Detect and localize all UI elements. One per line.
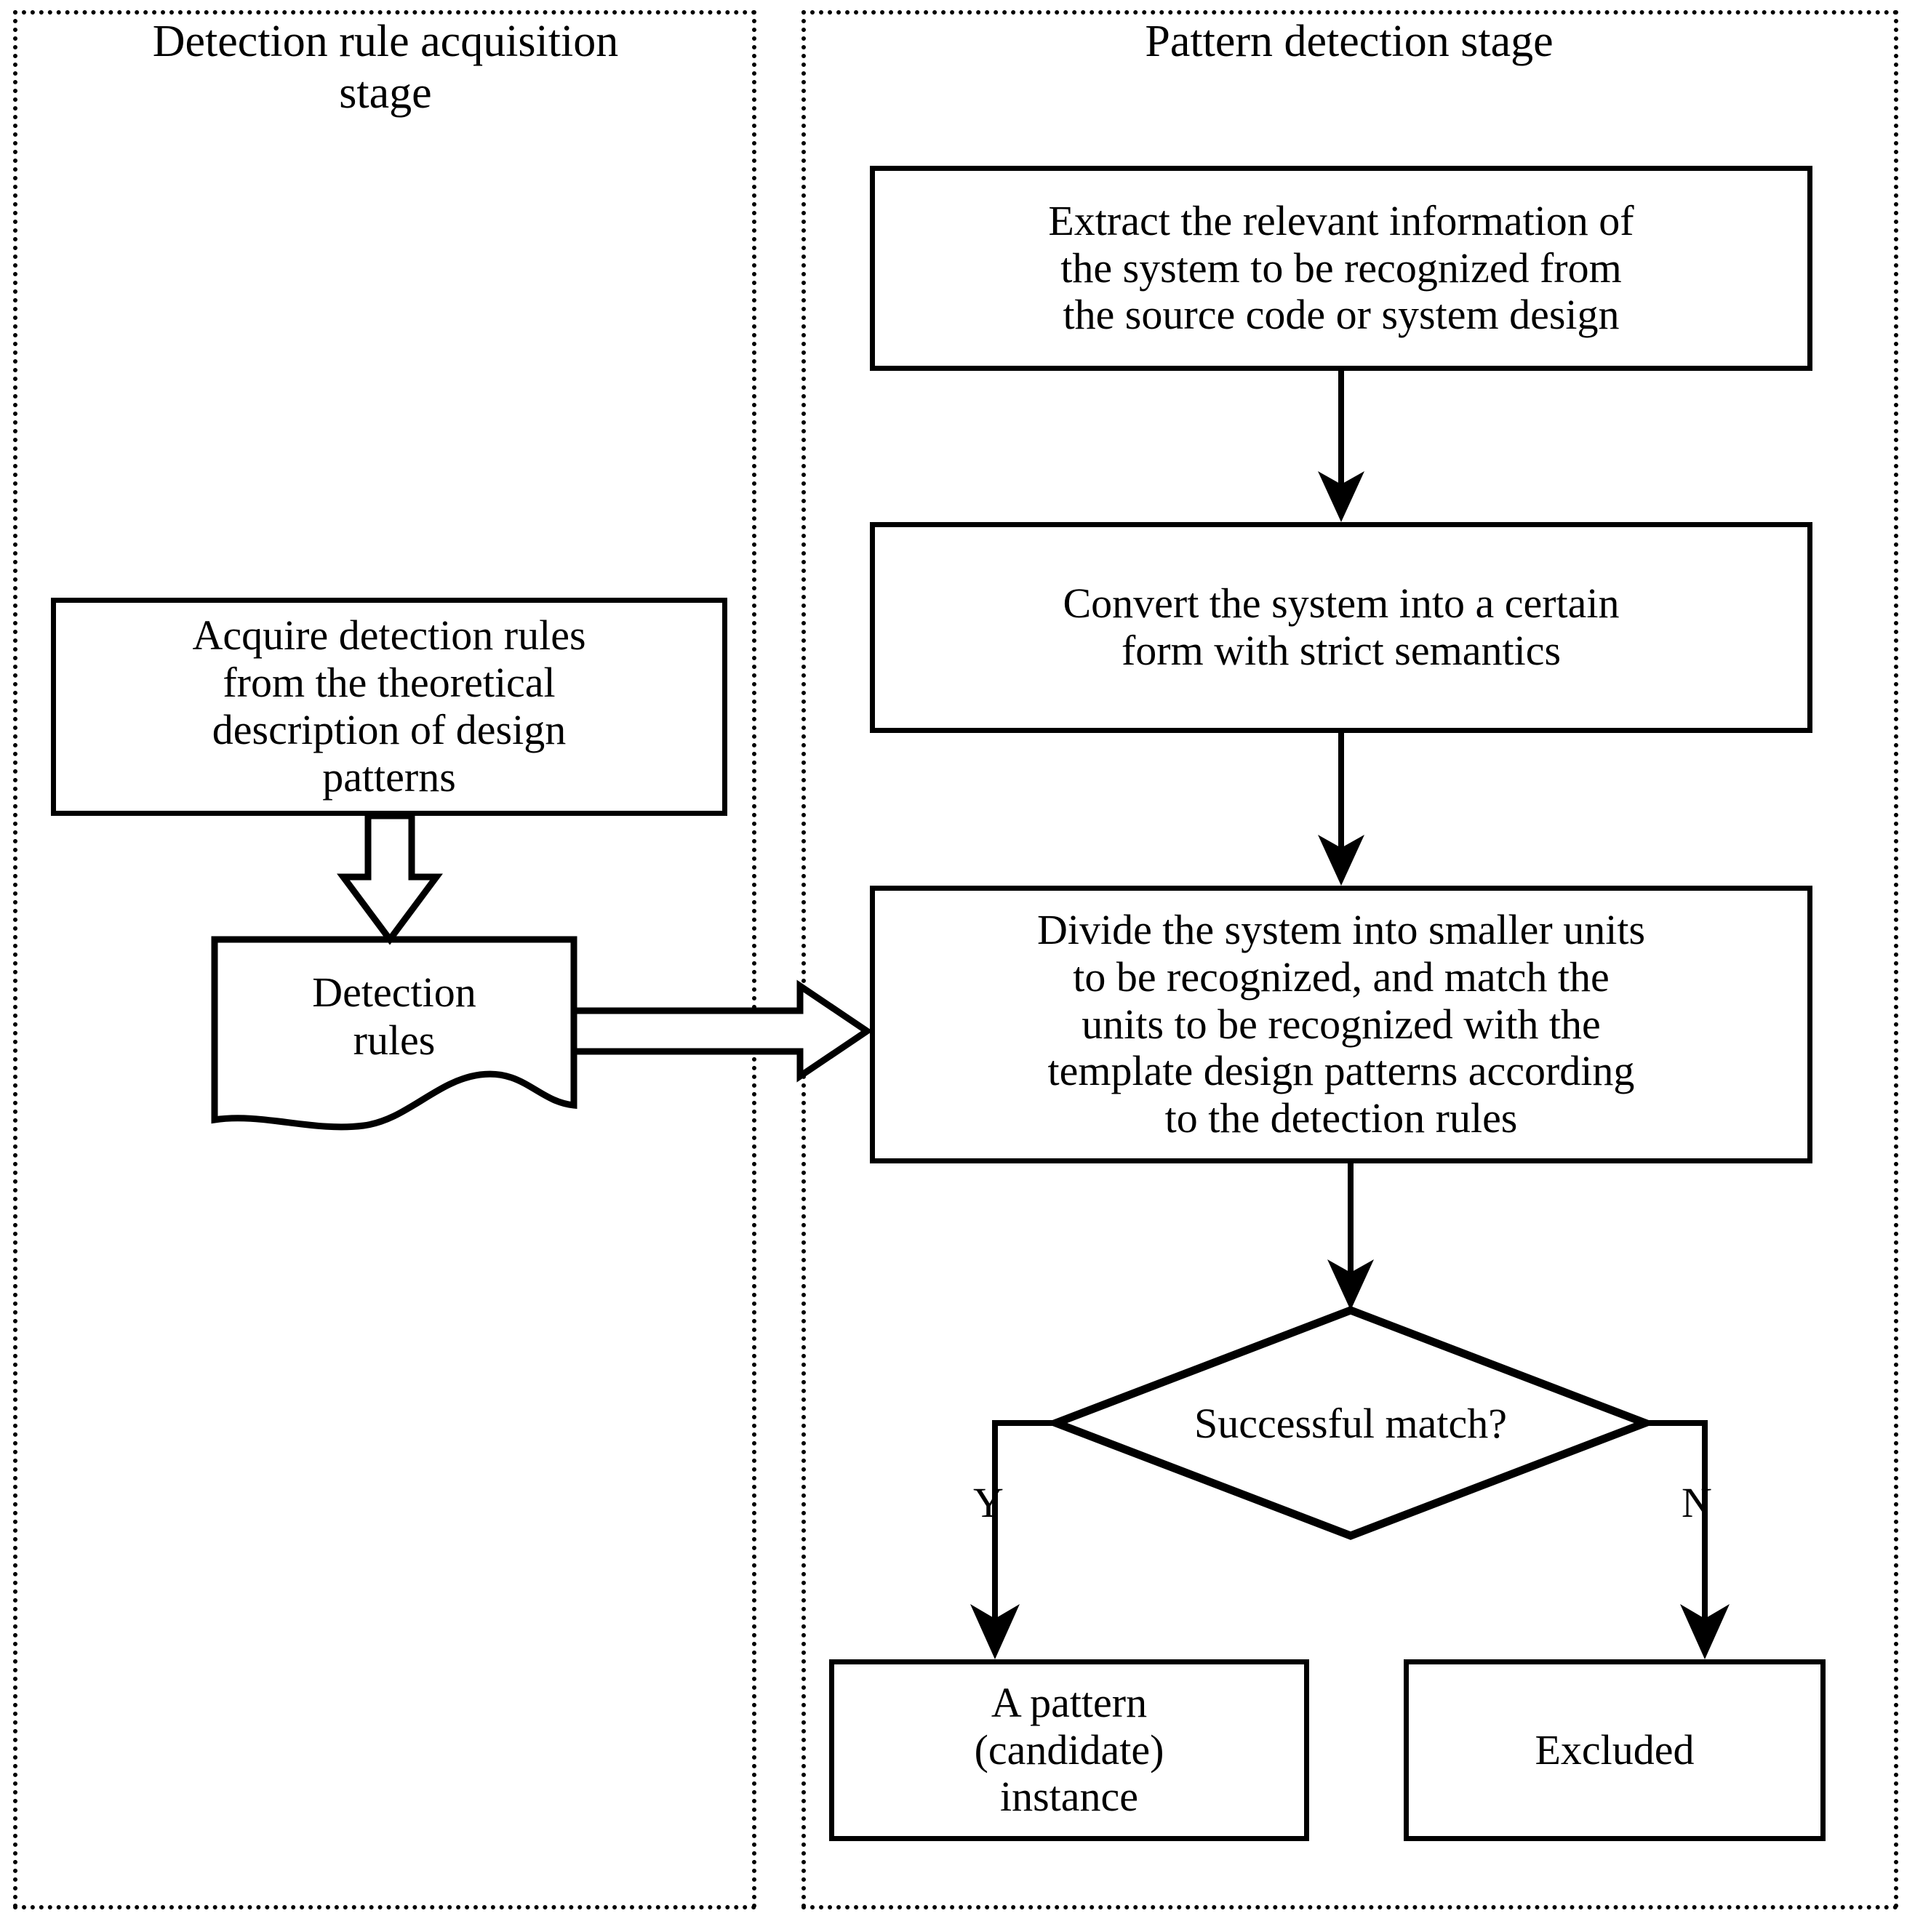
edge-label-no: N: [1682, 1479, 1712, 1526]
edge-label-yes: Y: [973, 1479, 1004, 1526]
node-successful-match[interactable]: Successful match?: [1056, 1310, 1645, 1536]
panel-detection-rule-acquisition: [13, 10, 756, 1909]
panel-right-title: Pattern detection stage: [1145, 17, 1554, 66]
node-acquire-detection-rules[interactable]: Acquire detection rules from the theoret…: [51, 598, 727, 816]
node-detection-rules-label: Detection rules: [312, 968, 476, 1064]
node-excluded[interactable]: Excluded: [1404, 1659, 1826, 1841]
node-detection-rules[interactable]: Detection rules: [212, 938, 576, 1121]
node-successful-match-label: Successful match?: [1194, 1399, 1507, 1447]
node-pattern-candidate-instance[interactable]: A pattern (candidate) instance: [829, 1659, 1309, 1841]
node-divide-and-match[interactable]: Divide the system into smaller units to …: [870, 886, 1812, 1163]
node-extract-information[interactable]: Extract the relevant information of the …: [870, 166, 1812, 371]
panel-pattern-detection: [801, 10, 1898, 1909]
panel-left-title: Detection rule acquisition stage: [152, 17, 619, 119]
node-convert-system[interactable]: Convert the system into a certain form w…: [870, 522, 1812, 733]
